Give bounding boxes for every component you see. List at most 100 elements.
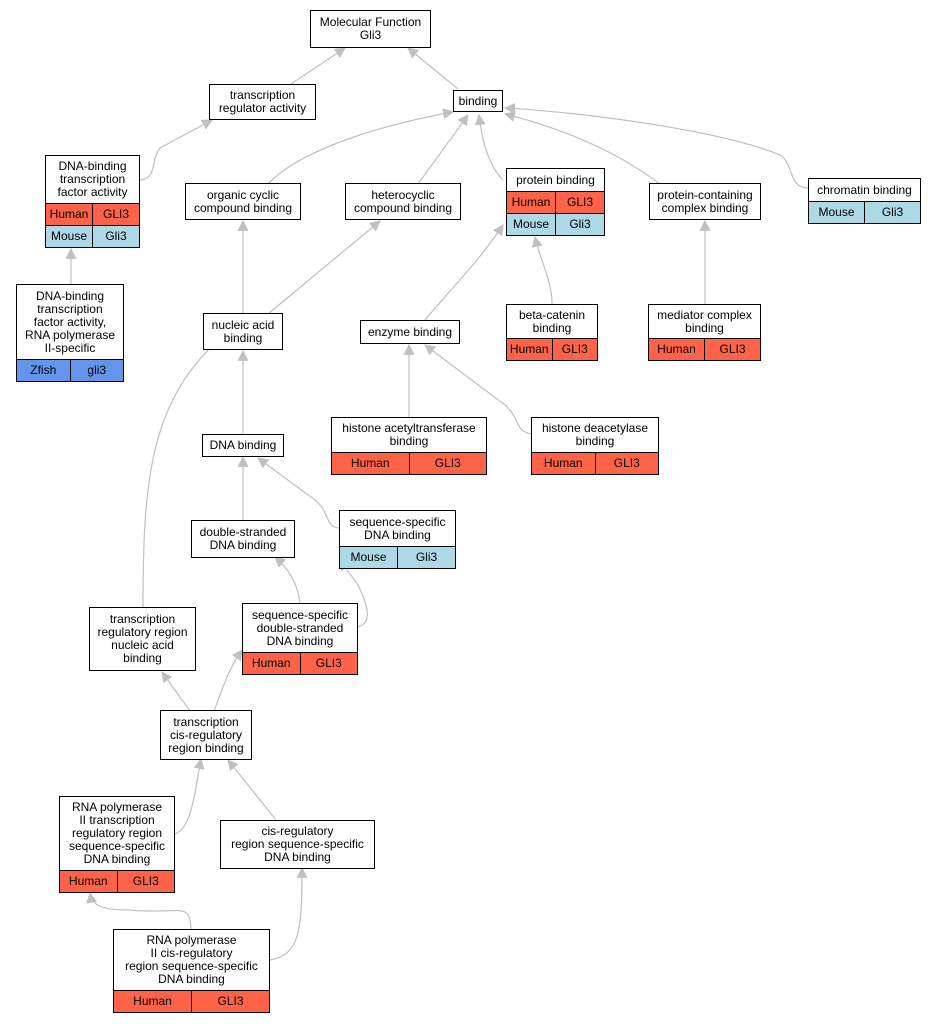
node-cis-regulatory-region-sequence-specific-dna-binding[interactable]: cis-regulatory region sequence-specific … — [220, 820, 375, 869]
species-cell: Human — [49, 207, 89, 221]
node-rna-polymerase-ii-cis-regulatory-region-binding[interactable]: RNA polymerase II cis-regulatory region … — [113, 929, 270, 1013]
species-cell: Mouse — [50, 229, 88, 243]
edge-ssdsdb-ssdb — [339, 559, 368, 628]
gene-cell[interactable]: GLI3 — [299, 653, 358, 674]
edge-pb-binding — [474, 113, 504, 181]
edge-rnatrr-tcrrb — [174, 757, 205, 835]
edge-tra-root — [290, 47, 346, 85]
node-organic-cyclic-compound-binding[interactable]: organic cyclic compound binding — [185, 183, 301, 220]
node-enzyme-binding[interactable]: enzyme binding — [360, 320, 460, 344]
annotation-row-human: Human GLI3 — [243, 652, 357, 674]
node-label: beta-catenin binding — [518, 307, 586, 335]
species-cell: Mouse — [512, 217, 550, 231]
node-label: RNA polymerase II transcription regulato… — [68, 800, 166, 866]
annotation-row-mouse: Mouse Gli3 — [46, 225, 139, 247]
edge-eb-pb — [424, 224, 504, 321]
node-label: transcription regulator activity — [218, 88, 307, 115]
edge-pccb-binding — [503, 111, 661, 185]
edge-ssdsdb-dsdb — [274, 556, 301, 604]
edge-trrnab-nab — [142, 336, 223, 608]
node-label: protein binding — [516, 172, 595, 187]
annotation-row-mouse: Mouse Gli3 — [340, 546, 455, 568]
annotation-row-human: Human GLI3 — [60, 870, 174, 892]
gene-cell[interactable]: GLI3 — [594, 453, 659, 474]
node-transcription-regulatory-region-nucleic-acid-binding[interactable]: transcription regulatory region nucleic … — [89, 607, 196, 671]
node-label: histone deacetylase binding — [541, 421, 649, 448]
node-dna-binding[interactable]: DNA binding — [202, 434, 284, 457]
node-label: chromatin binding — [817, 182, 912, 197]
node-protein-containing-complex-binding[interactable]: protein-containing complex binding — [649, 183, 761, 220]
node-dna-binding-transcription-factor-activity-rnap2[interactable]: DNA-binding transcription factor activit… — [16, 284, 124, 382]
species-cell: Human — [68, 874, 108, 888]
gene-cell[interactable]: GLI3 — [92, 204, 139, 225]
node-label: transcription regulatory region nucleic … — [97, 612, 188, 665]
node-molecular-function[interactable]: Molecular Function Gli3 — [310, 10, 431, 48]
edge-tcrrb-trrnab — [161, 671, 191, 712]
gene-cell[interactable]: GLI3 — [408, 453, 487, 474]
edge-hdb-eb — [424, 344, 533, 435]
gene-cell[interactable]: Gli3 — [864, 202, 920, 223]
node-double-stranded-dna-binding[interactable]: double-stranded DNA binding — [191, 520, 295, 558]
node-label: protein-containing complex binding — [657, 187, 753, 215]
species-cell: Human — [657, 342, 696, 356]
node-label: sequence-specific double-stranded DNA bi… — [251, 607, 349, 648]
gene-cell[interactable]: Gli3 — [555, 214, 604, 235]
node-label: Molecular Function Gli3 — [319, 15, 422, 42]
edge-chb-binding — [503, 103, 809, 189]
node-label: DNA-binding transcription factor activit… — [57, 159, 128, 199]
node-dna-binding-transcription-factor-activity[interactable]: DNA-binding transcription factor activit… — [45, 155, 140, 248]
species-cell: Human — [543, 456, 583, 470]
edge-crssdb-tcrrb — [227, 759, 277, 821]
node-label: mediator complex binding — [657, 307, 752, 335]
node-rna-polymerase-ii-transcription-regulatory-region-binding[interactable]: RNA polymerase II transcription regulato… — [59, 796, 175, 893]
node-label: enzyme binding — [367, 324, 453, 339]
node-label: transcription cis-regulatory region bind… — [168, 714, 244, 755]
species-cell: Human — [511, 195, 551, 209]
node-transcription-regulator-activity[interactable]: transcription regulator activity — [209, 84, 316, 120]
species-cell: Human — [133, 994, 172, 1008]
gene-cell[interactable]: GLI3 — [191, 991, 269, 1012]
gene-cell[interactable]: GLI3 — [704, 339, 760, 360]
node-heterocyclic-compound-binding[interactable]: heterocyclic compound binding — [345, 183, 461, 220]
edge-tcrrb-ssdsdb — [213, 649, 243, 712]
node-label: double-stranded DNA binding — [199, 525, 287, 552]
gene-cell[interactable]: Gli3 — [397, 547, 455, 568]
gene-cell[interactable]: GLI3 — [116, 871, 175, 892]
gene-cell[interactable]: gli3 — [69, 360, 124, 381]
node-label: sequence-specific DNA binding — [349, 514, 446, 542]
gene-cell[interactable]: GLI3 — [555, 192, 604, 213]
node-nucleic-acid-binding[interactable]: nucleic acid binding — [203, 313, 283, 350]
edge-rnacr-rnatrr — [86, 891, 192, 931]
node-binding[interactable]: binding — [453, 90, 503, 112]
edge-bcb-pb — [531, 235, 553, 305]
node-label: cis-regulatory region sequence-specific … — [231, 824, 364, 864]
gene-cell[interactable]: GLI3 — [551, 339, 598, 360]
annotation-row-human: Human GLI3 — [114, 990, 269, 1012]
node-label: nucleic acid binding — [211, 317, 275, 345]
annotation-row-human: Human GLI3 — [532, 452, 658, 474]
edge-nab-hcb — [267, 220, 381, 315]
node-label: organic cyclic compound binding — [193, 187, 293, 215]
node-label: histone acetyltransferase binding — [342, 421, 476, 448]
species-cell: Mouse — [350, 550, 387, 564]
edge-rnacr-crssdb — [269, 866, 308, 961]
node-sequence-specific-double-stranded-dna-binding[interactable]: sequence-specific double-stranded DNA bi… — [242, 603, 358, 675]
edge-occb-binding — [267, 108, 455, 185]
gene-cell[interactable]: Gli3 — [92, 226, 139, 247]
annotation-row-human: Human GLI3 — [507, 191, 604, 213]
node-transcription-cis-regulatory-region-binding[interactable]: transcription cis-regulatory region bind… — [160, 710, 252, 760]
species-cell: Human — [251, 656, 291, 670]
edge-dbtfa-tra — [139, 119, 213, 181]
species-cell: Human — [509, 342, 549, 356]
